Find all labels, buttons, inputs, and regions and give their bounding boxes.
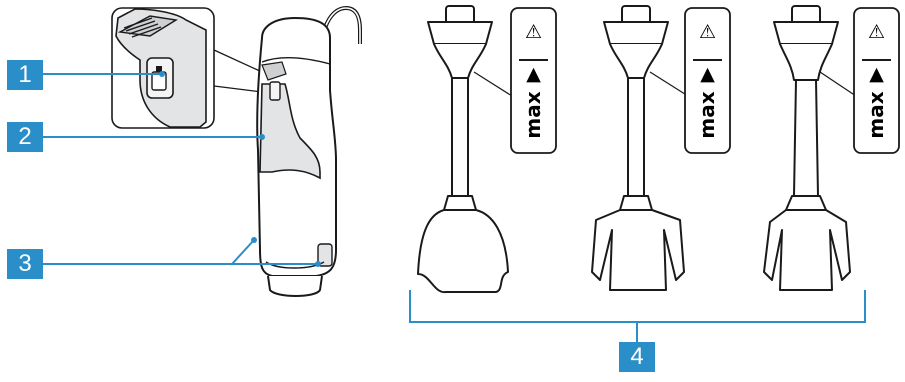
callout-4: 4 xyxy=(619,342,655,372)
callout-2: 2 xyxy=(7,122,43,152)
max-text: max xyxy=(695,91,719,138)
grip-panel xyxy=(259,83,321,180)
warning-icon: ⚠ xyxy=(868,21,885,43)
warning-labels: ⚠ ▲ max ⚠ ▲ max ⚠ ▲ max xyxy=(510,7,900,154)
warning-icon: ⚠ xyxy=(525,21,542,43)
max-arrow-icon: ▲ xyxy=(526,63,541,85)
max-arrow-icon: ▲ xyxy=(700,63,715,85)
callout-3: 3 xyxy=(7,249,43,279)
button-detail-inset xyxy=(111,7,263,129)
max-fill-label: ⚠ ▲ max xyxy=(510,7,557,154)
leader-lines xyxy=(43,71,866,342)
attachment-2 xyxy=(591,5,689,291)
motor-unit xyxy=(256,5,362,297)
max-fill-label: ⚠ ▲ max xyxy=(853,7,900,154)
callout-1: 1 xyxy=(7,60,43,90)
release-button xyxy=(317,243,333,267)
max-fill-label: ⚠ ▲ max xyxy=(684,7,731,154)
max-arrow-icon: ▲ xyxy=(869,63,884,85)
warning-icon: ⚠ xyxy=(699,21,716,43)
max-text: max xyxy=(521,91,545,138)
attachment-1 xyxy=(417,5,513,294)
attachment-3 xyxy=(763,5,857,291)
speed-button xyxy=(269,81,281,101)
max-text: max xyxy=(864,91,888,138)
